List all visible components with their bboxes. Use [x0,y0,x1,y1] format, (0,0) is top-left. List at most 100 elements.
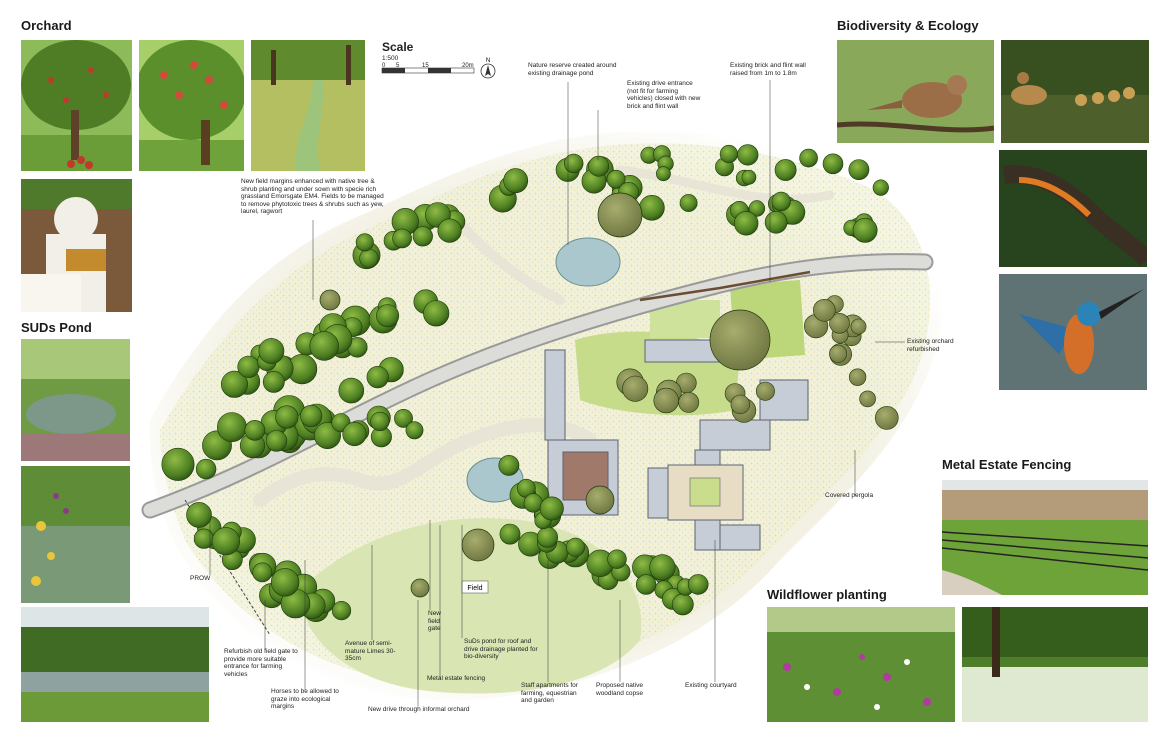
note-horses: Horses to be allowed to graze into ecolo… [271,688,339,711]
tree-canopy [161,447,195,481]
tree-canopy [523,493,543,513]
drainage-pond [555,237,621,287]
tree-canopy [270,568,300,597]
north-label: N [486,58,490,64]
heading-biodiversity: Biodiversity & Ecology [837,18,979,33]
tree-canopy [563,153,584,174]
tree-canopy [639,195,665,221]
tree-canopy [764,211,788,234]
feature-tree [585,485,615,515]
scale-tick: 20m [462,63,474,69]
tree-canopy [859,390,876,408]
tree-canopy [678,391,700,413]
note-existing-courtyard: Existing courtyard [685,682,737,689]
tree-canopy [848,159,870,181]
tree-canopy [829,312,850,334]
ducks-photo [1001,40,1149,143]
tree-canopy [355,233,374,252]
note-brick-wall: Existing brick and flint wall raised fro… [730,62,806,77]
note-metal-fencing: Metal estate fencing [427,675,486,682]
tree-canopy [338,377,365,404]
feature-tree [709,309,771,371]
tree-canopy [265,430,288,452]
tree-canopy [829,344,848,363]
note-suds: SuDs pond for roof and drive drainage pl… [464,638,538,661]
tree-canopy [412,226,433,247]
tree-canopy [366,366,389,389]
feature-tree [461,528,495,562]
note-field-gate-refurbish: Refurbish old field gate to provide more… [224,648,298,678]
feature-tree [319,289,341,311]
note-prow: PROW [190,575,211,582]
tree-canopy [536,526,558,548]
scale-ratio: 1:500 [382,55,399,62]
tree-canopy [606,169,626,189]
tree-canopy [649,554,676,581]
note-avenue: Avenue of semi-mature Limes 30-35cm [345,640,396,663]
tree-canopy [730,394,750,415]
tree-canopy [392,228,412,249]
beekeeper-photo [21,179,132,312]
tree-canopy [221,370,249,398]
newt-photo [999,150,1147,267]
brick-flint-wall [639,270,811,302]
tree-canopy [498,454,520,476]
tree-canopy [309,331,339,361]
tree-canopy [423,300,450,327]
kingfisher-photo [999,274,1147,390]
tree-canopy [812,298,836,322]
tree-canopy [359,248,379,268]
tree-canopy [799,148,818,168]
note-new-field-gate: New field gate [428,610,442,633]
feature-tree [410,578,430,598]
tree-canopy [671,593,694,616]
tree-canopy [733,211,759,236]
tree-canopy [850,318,867,335]
nightingale-photo [837,40,994,143]
tree-canopy [405,421,424,440]
tree-canopy [237,355,260,378]
apple-branch-photo [139,40,244,171]
pond-photo-2 [21,466,130,603]
tree-canopy [195,458,217,480]
apple-tree-photo [21,40,132,171]
scale-title: Scale [382,40,414,54]
tree-canopy [872,179,889,196]
tree-canopy [607,549,627,569]
heading-suds-pond: SUDs Pond [21,320,92,335]
note-woodland-copse: Proposed native woodland copse [596,682,643,697]
tree-canopy [748,200,766,217]
scale-tick: 15 [422,63,429,69]
note-covered-pergola: Covered pergola [825,492,874,499]
wildflower-photo-2 [962,607,1148,722]
scale-bar [381,67,475,74]
tree-canopy [186,502,212,528]
north-arrow-icon [480,63,496,79]
tree-canopy [437,218,462,243]
tree-canopy [539,496,564,521]
heading-metal-fencing: Metal Estate Fencing [942,457,1072,472]
tree-canopy [370,411,390,432]
tree-canopy [874,406,899,430]
tree-canopy [771,191,791,211]
tree-canopy [376,304,400,328]
tree-canopy [244,419,266,441]
tree-canopy [679,194,698,212]
tree-canopy [499,523,521,545]
tree-canopy [653,387,679,414]
tree-canopy [193,528,214,549]
metal-fence-photo [942,480,1148,595]
pond-photo-3 [21,607,209,722]
scale-tick: 0 [382,63,386,69]
tree-canopy [258,338,285,364]
tree-canopy [622,375,649,402]
tree-canopy [300,404,323,428]
tree-canopies [161,144,899,623]
note-staff-apartments: Staff apartments for farming, equestrian… [521,682,578,705]
tree-canopy [741,169,757,185]
orchard-path [253,418,597,507]
tree-canopy [216,412,247,443]
tree-canopy [852,217,878,243]
tree-canopy [755,381,775,401]
